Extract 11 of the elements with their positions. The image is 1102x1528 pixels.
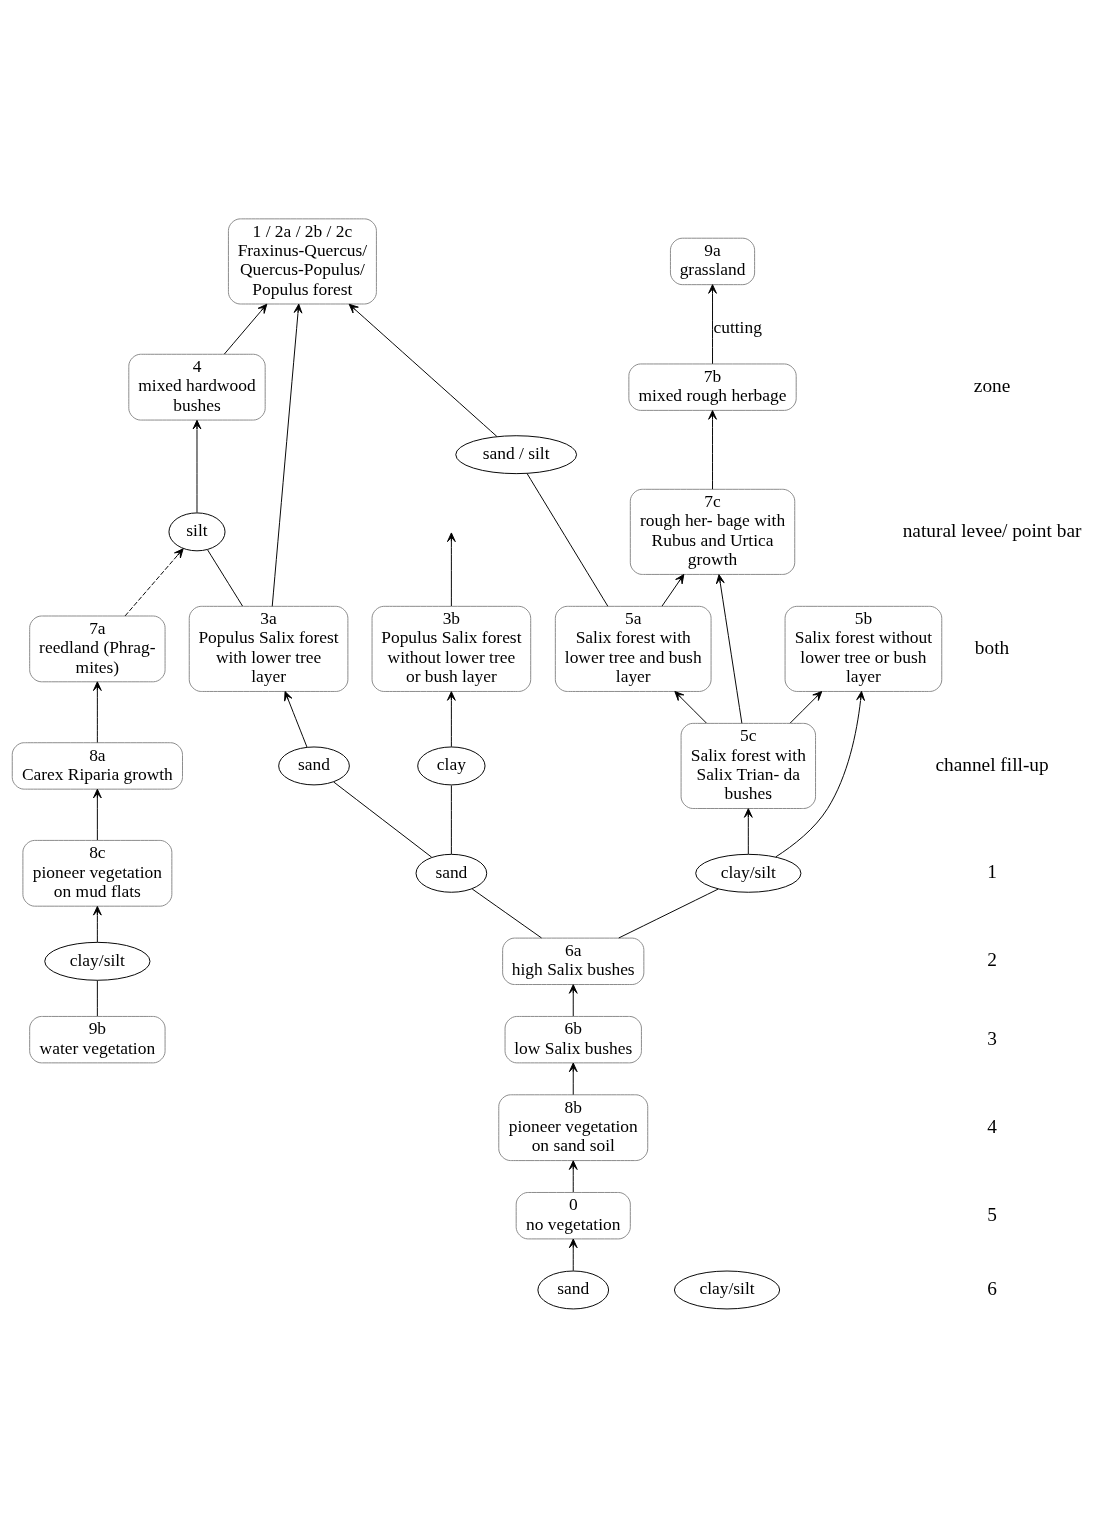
label: natural levee/ point bar [902, 519, 1082, 541]
label: 2 [987, 949, 997, 971]
label: both [974, 636, 1010, 658]
label: 6 [987, 1277, 997, 1299]
label: 3 [987, 1027, 997, 1049]
label: 4 [987, 1115, 997, 1137]
label: 1 [987, 861, 997, 883]
label: channel fill-up [935, 753, 1049, 775]
label: zone [973, 375, 1011, 396]
edge-label: cutting [713, 317, 762, 338]
label: 5 [987, 1203, 997, 1225]
